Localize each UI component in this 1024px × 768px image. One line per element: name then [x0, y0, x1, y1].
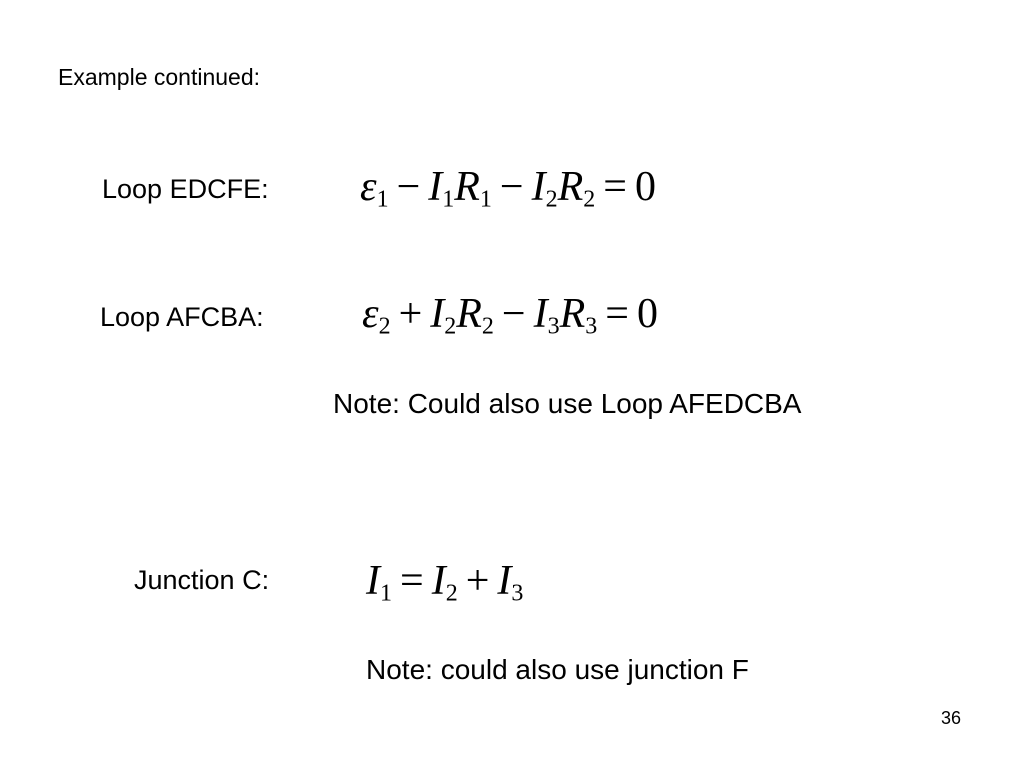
equation-operator: − [499, 164, 524, 210]
variable-subscript: 2 [444, 313, 457, 340]
equation-variable: I2 [431, 558, 458, 607]
equation-constant: 0 [636, 291, 658, 337]
variable-subscript: 2 [378, 313, 391, 340]
variable-subscript: 1 [442, 186, 455, 213]
equation-variable: I3 [497, 558, 524, 607]
note-loop-afedcba: Note: Could also use Loop AFEDCBA [333, 388, 802, 419]
variable-symbol: R [456, 291, 482, 337]
equation-variable: I1 [428, 164, 455, 213]
variable-symbol: I [430, 291, 445, 337]
equation-variable: I1 [366, 558, 392, 607]
junction-c-label: Junction C: [134, 565, 270, 595]
variable-subscript: 3 [585, 313, 598, 340]
variable-symbol: I [497, 558, 512, 604]
variable-symbol: ε [360, 164, 377, 210]
page-number: 36 [941, 708, 962, 728]
equation-variable: I2 [531, 164, 558, 213]
variable-subscript: 2 [545, 186, 558, 213]
variable-symbol: R [557, 164, 584, 210]
equation-variable: I2 [430, 291, 457, 340]
variable-symbol: I [428, 164, 443, 210]
variable-symbol: R [454, 164, 480, 210]
variable-symbol: R [559, 291, 586, 337]
variable-symbol: I [533, 291, 548, 337]
variable-subscript: 1 [479, 186, 492, 213]
variable-symbol: ε [362, 291, 379, 337]
equation-operator: = [605, 291, 629, 337]
variable-symbol: I [531, 164, 546, 210]
equation-operator: + [398, 291, 423, 337]
loop-edcfe-label: Loop EDCFE: [102, 174, 269, 204]
junction-c-equation: I1=I2+I3 [366, 558, 524, 607]
equation-variable: R3 [559, 291, 598, 340]
equation-operator: = [603, 164, 627, 210]
equation-operator: = [400, 558, 424, 604]
equation-constant: 0 [634, 164, 656, 210]
slide-title: Example continued: [58, 64, 261, 90]
variable-subscript: 3 [547, 313, 560, 340]
equation-variable: R2 [557, 164, 596, 213]
equation-variable: ε1 [360, 164, 389, 213]
equation-variable: I3 [533, 291, 560, 340]
variable-subscript: 2 [481, 313, 494, 340]
loop-edcfe-equation: ε1−I1R1−I2R2=0 [360, 164, 656, 213]
variable-subscript: 3 [511, 580, 524, 607]
equation-operator: − [501, 291, 526, 337]
variable-symbol: I [431, 558, 446, 604]
equation-variable: R1 [454, 164, 492, 213]
equation-operator: − [396, 164, 421, 210]
equation-operator: + [465, 558, 490, 604]
note-junction-f: Note: could also use junction F [366, 654, 749, 685]
variable-subscript: 1 [376, 186, 389, 213]
equation-variable: R2 [456, 291, 494, 340]
equation-variable: ε2 [362, 291, 391, 340]
variable-subscript: 2 [583, 186, 596, 213]
loop-afcba-equation: ε2+I2R2−I3R3=0 [362, 291, 658, 340]
variable-subscript: 1 [380, 580, 392, 607]
variable-symbol: I [366, 558, 380, 604]
variable-subscript: 2 [445, 580, 458, 607]
loop-afcba-label: Loop AFCBA: [100, 302, 264, 332]
